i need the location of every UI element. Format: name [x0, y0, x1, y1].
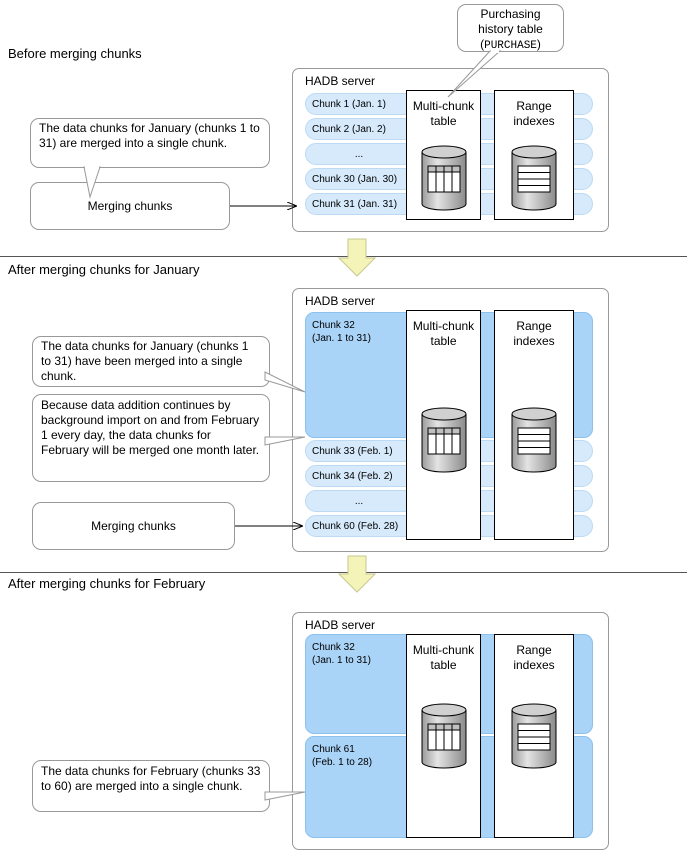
merged-chunk-line1: Chunk 32 [312, 320, 355, 331]
index-label-2: indexes [513, 658, 555, 672]
server-label: HADB server [305, 74, 376, 88]
section-title-before: Before merging chunks [8, 46, 142, 61]
multi-chunk-table: Multi-chunk table [406, 90, 481, 220]
purchase-code: PURCHASE [484, 40, 537, 52]
separator-2 [0, 572, 687, 573]
index-label-2: indexes [513, 114, 555, 128]
purchase-table-callout: Purchasing history table (PURCHASE) [457, 4, 564, 52]
paren-close: ) [536, 37, 541, 51]
merge-note-text: The data chunks for January (chunks 1 to… [39, 121, 260, 150]
continuation-note-text: Because data addition continues by backg… [41, 398, 260, 457]
table-label-2: table [430, 334, 457, 348]
merged-chunk-line1: Chunk 32 [312, 642, 355, 653]
purchase-line3: (PURCHASE) [458, 37, 563, 54]
table-label-1: Multi-chunk [412, 319, 475, 333]
range-indexes: Range indexes [494, 634, 574, 838]
server-label: HADB server [305, 618, 376, 632]
index-label-1: Range [516, 99, 552, 113]
merging-chunks-label: Merging chunks [87, 199, 173, 213]
section-title-after-feb: After merging chunks for February [8, 576, 206, 591]
down-arrow-icon [337, 555, 377, 593]
range-indexes: Range indexes [494, 310, 574, 540]
table-label-1: Multi-chunk [412, 99, 475, 113]
index-label-2: indexes [513, 334, 555, 348]
merge-note-callout: The data chunks for January (chunks 1 to… [30, 118, 270, 168]
merged-note-text: The data chunks for January (chunks 1 to… [41, 339, 249, 383]
server-label: HADB server [305, 294, 376, 308]
range-indexes: Range indexes [494, 90, 574, 220]
merged-note-callout: The data chunks for January (chunks 1 to… [32, 336, 270, 387]
purchase-line1: Purchasing [480, 7, 541, 21]
table-label-2: table [430, 114, 457, 128]
merged-chunk-line2: (Feb. 1 to 28) [312, 757, 373, 768]
purchase-line2: history table [478, 22, 543, 36]
down-arrow-icon [337, 238, 377, 277]
feb-merge-note-callout: The data chunks for February (chunks 33 … [32, 760, 270, 812]
multi-chunk-table: Multi-chunk table [406, 634, 481, 838]
merged-chunk-line2: (Jan. 1 to 31) [312, 333, 371, 344]
continuation-note-callout: Because data addition continues by backg… [32, 394, 270, 482]
index-label-1: Range [516, 643, 552, 657]
feb-merge-note-text: The data chunks for February (chunks 33 … [41, 764, 261, 793]
table-label-1: Multi-chunk [412, 643, 475, 657]
section-title-after-jan: After merging chunks for January [8, 262, 200, 277]
separator-1 [0, 256, 687, 257]
merging-chunks-label: Merging chunks [91, 519, 176, 533]
merging-chunks-box: Merging chunks [32, 502, 235, 550]
paren-open: ( [480, 37, 485, 51]
merged-chunk-line2: (Jan. 1 to 31) [312, 655, 371, 666]
multi-chunk-table: Multi-chunk table [406, 310, 481, 540]
index-label-1: Range [516, 319, 552, 333]
merging-chunks-box: Merging chunks [30, 182, 230, 230]
merged-chunk-line1: Chunk 61 [312, 744, 355, 755]
table-label-2: table [430, 658, 457, 672]
